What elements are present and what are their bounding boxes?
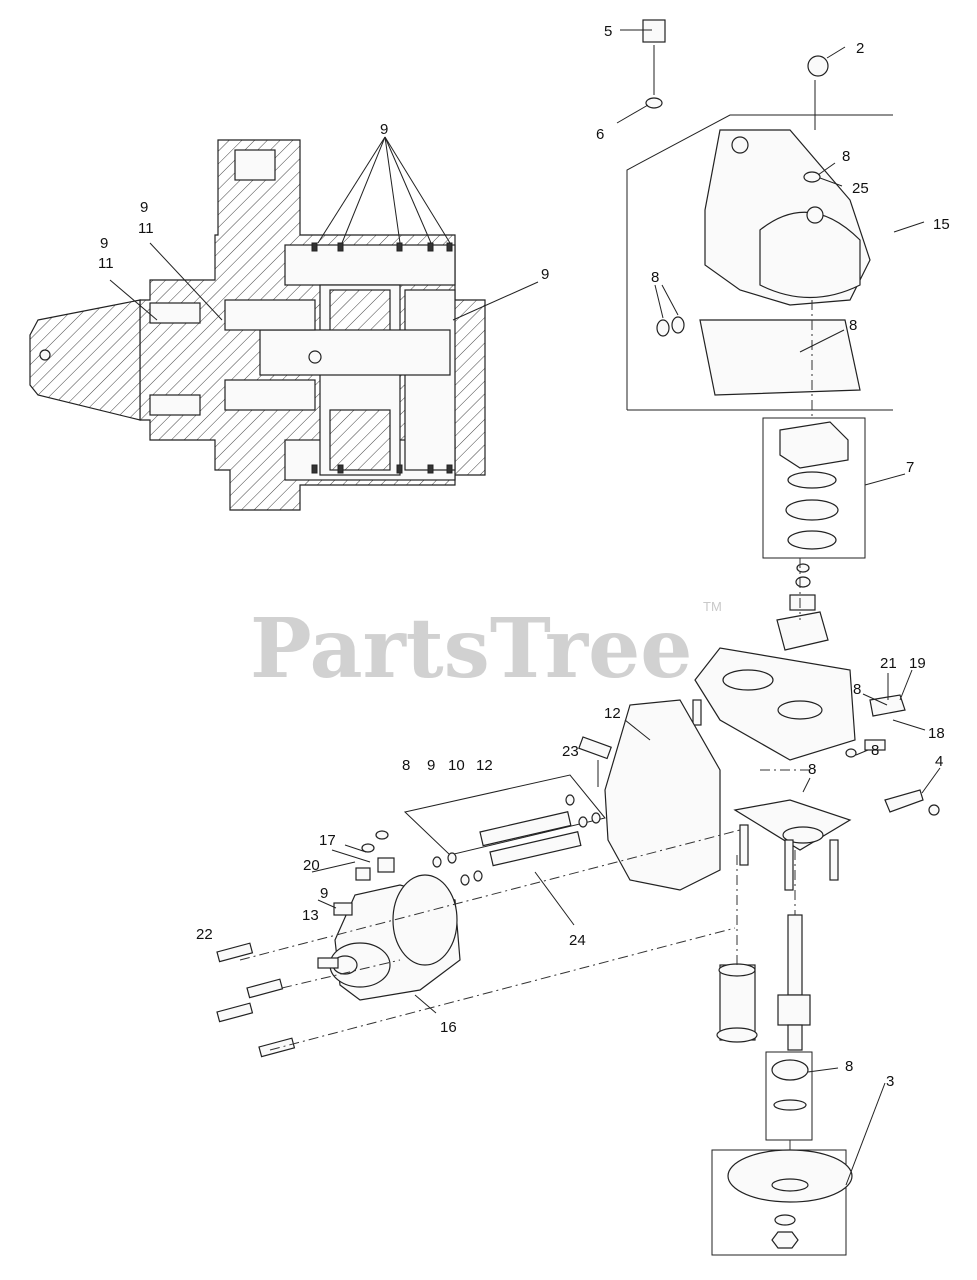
center-section — [578, 699, 721, 891]
callout-label: 11 — [138, 220, 154, 237]
bolts-group — [216, 942, 296, 1058]
callout-label: 2 — [856, 40, 864, 57]
callout-label: 9 — [541, 266, 549, 283]
callout-label: 9 — [140, 199, 148, 216]
callout-label: 17 — [319, 832, 336, 849]
callout-labels: 9 9 11 9 11 9 5 2 6 8 25 15 8 8 7 21 19 … — [98, 23, 950, 1090]
assembly-center-lines — [239, 300, 820, 1150]
callout-label: 24 — [569, 932, 586, 949]
callout-label: 8 — [651, 269, 659, 286]
callout-label: 20 — [303, 857, 320, 874]
partstree-watermark: PartsTree TM — [250, 599, 722, 697]
callout-label: 22 — [196, 926, 213, 943]
callout-label: 12 — [604, 705, 621, 722]
callout-label: 8 — [871, 742, 879, 759]
callout-label: 12 — [476, 757, 493, 774]
callout-label: 16 — [440, 1019, 457, 1036]
callout-label: 13 — [302, 907, 319, 924]
callout-label: 8 — [808, 761, 816, 778]
callout-label: 9 — [380, 121, 388, 138]
tube-kit-group — [403, 774, 606, 886]
callout-label: 19 — [909, 655, 926, 672]
lower-shaft-group — [711, 914, 853, 1256]
callout-label: 7 — [906, 459, 914, 476]
callout-label: 21 — [880, 655, 897, 672]
callout-label: 9 — [320, 885, 328, 902]
callout-label: 25 — [852, 180, 869, 197]
callout-label: 8 — [842, 148, 850, 165]
callout-label: 5 — [604, 23, 612, 40]
callout-label: 18 — [928, 725, 945, 742]
callout-label: 3 — [886, 1073, 894, 1090]
callout-label: 8 — [402, 757, 410, 774]
callout-label: 4 — [935, 753, 943, 770]
callout-label: 9 — [427, 757, 435, 774]
callout-label: 23 — [562, 743, 579, 760]
callout-label: 10 — [448, 757, 465, 774]
callout-label: 6 — [596, 126, 604, 143]
callout-label: 8 — [845, 1058, 853, 1075]
center-housing — [692, 563, 940, 891]
callout-label: 15 — [933, 216, 950, 233]
watermark-trademark: TM — [703, 599, 722, 614]
bearing-kit-group — [762, 417, 866, 559]
callout-label: 8 — [849, 317, 857, 334]
callout-label: 11 — [98, 255, 114, 272]
housing-cover-group — [626, 19, 893, 411]
leader-lines — [109, 29, 941, 1186]
cross-section-view — [29, 139, 486, 511]
callout-label: 8 — [853, 681, 861, 698]
motor-assembly — [317, 830, 461, 1001]
watermark-brand: PartsTree — [250, 601, 692, 697]
callout-label: 9 — [100, 235, 108, 252]
